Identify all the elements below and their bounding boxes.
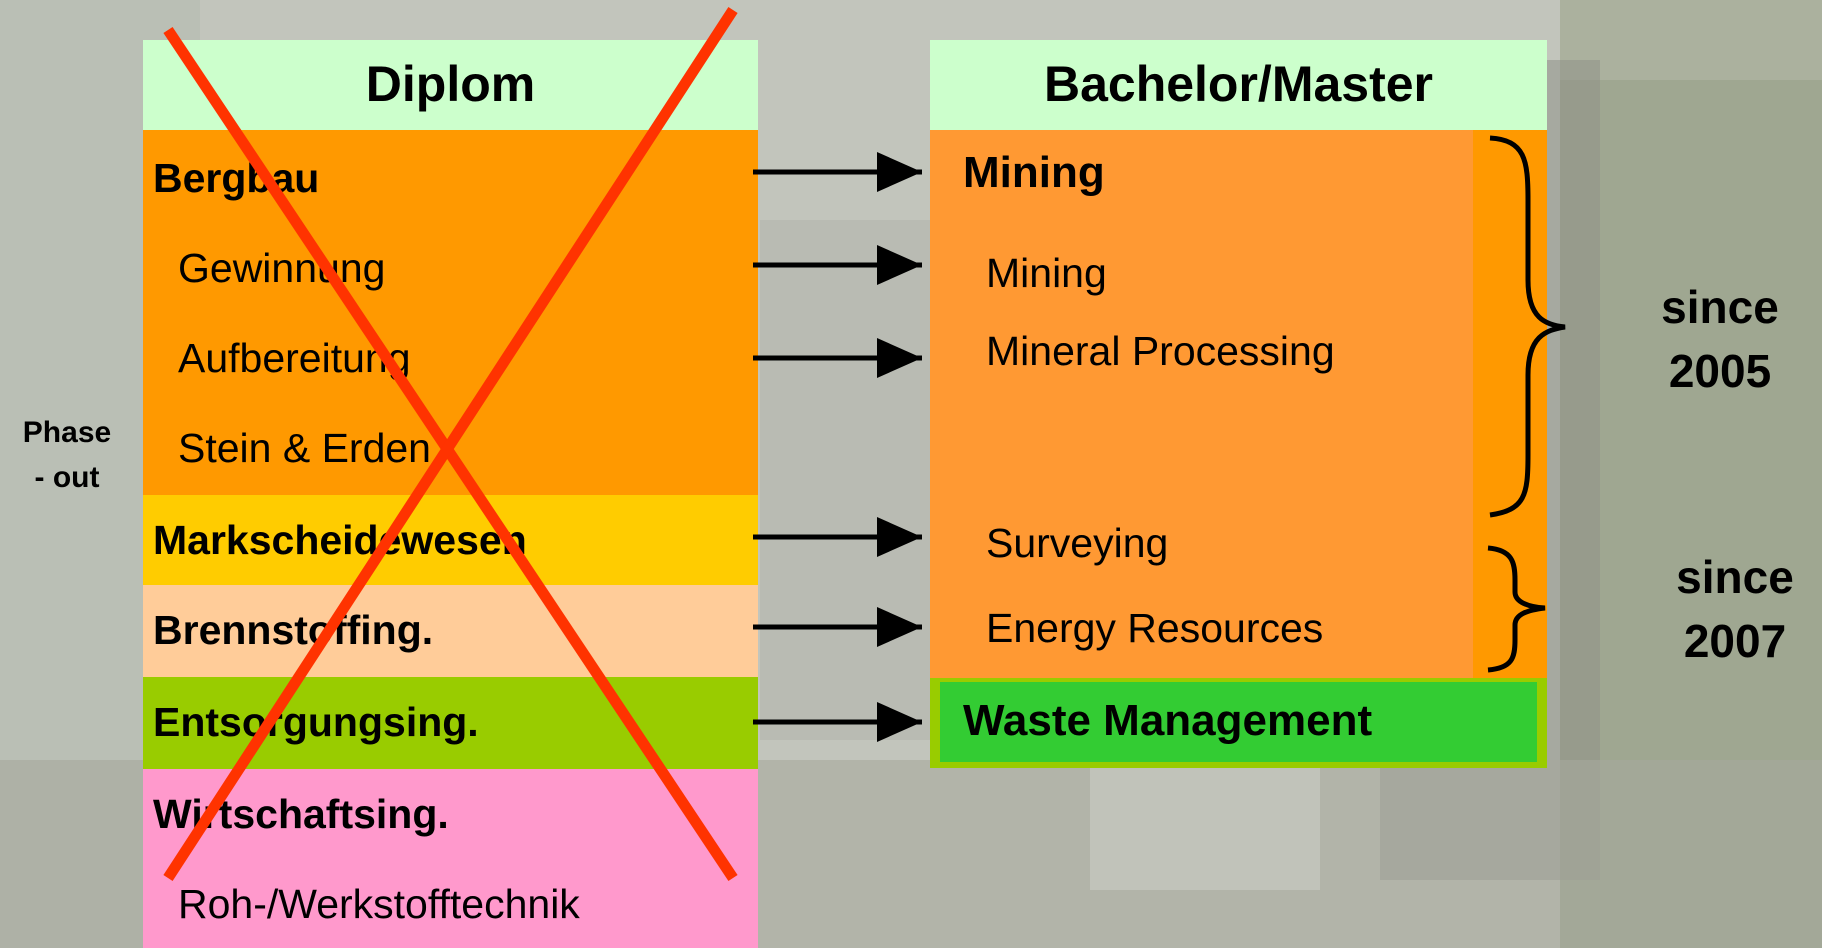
bm-header: Bachelor/Master xyxy=(930,40,1547,130)
bm-waste-management: Waste Management xyxy=(963,696,1373,745)
cross-line-2 xyxy=(163,6,738,882)
diplom-stein-erden: Stein & Erden xyxy=(178,425,431,471)
since-2005-label: since 2005 xyxy=(1661,281,1779,397)
bm-surveying: Surveying xyxy=(986,520,1169,566)
brace-2007 xyxy=(1487,545,1546,673)
diplom-brennstoffing-block: Brennstoffing. xyxy=(143,585,758,677)
diplom-markscheidewesen-block: Markscheidewesen xyxy=(143,495,758,585)
bm-waste-block: Waste Management xyxy=(930,678,1547,768)
diplom-markscheidewesen: Markscheidewesen xyxy=(153,517,527,563)
diplom-wirtschaftsing-block: Wirtschaftsing. Roh-/Werkstofftechnik xyxy=(143,769,758,948)
bm-energy-resources: Energy Resources xyxy=(986,605,1324,651)
diplom-entsorgungsing: Entsorgungsing. xyxy=(153,699,479,745)
since-2007-label: since 2007 xyxy=(1676,551,1794,667)
bm-mining: Mining xyxy=(986,250,1107,296)
diplom-bergbau: Bergbau xyxy=(153,155,320,201)
bm-waste-inner xyxy=(940,682,1537,762)
diplom-rohwerkstoff: Roh-/Werkstofftechnik xyxy=(178,881,580,927)
brace-2005 xyxy=(1489,135,1566,518)
diplom-brennstoffing: Brennstoffing. xyxy=(153,607,434,653)
bm-mining-title: Mining xyxy=(963,148,1105,197)
bm-header-title: Bachelor/Master xyxy=(1043,56,1434,112)
bm-mining-inner xyxy=(930,130,1473,678)
diplom-gewinnung: Gewinnung xyxy=(178,245,386,291)
bm-mineral-processing: Mineral Processing xyxy=(986,328,1335,374)
phase-out-label: Phase - out xyxy=(22,416,112,494)
diplom-header: Diplom xyxy=(143,40,758,130)
bm-mining-block: Mining Mining Mineral Processing Surveyi… xyxy=(930,130,1547,678)
diplom-header-title: Diplom xyxy=(365,56,536,112)
